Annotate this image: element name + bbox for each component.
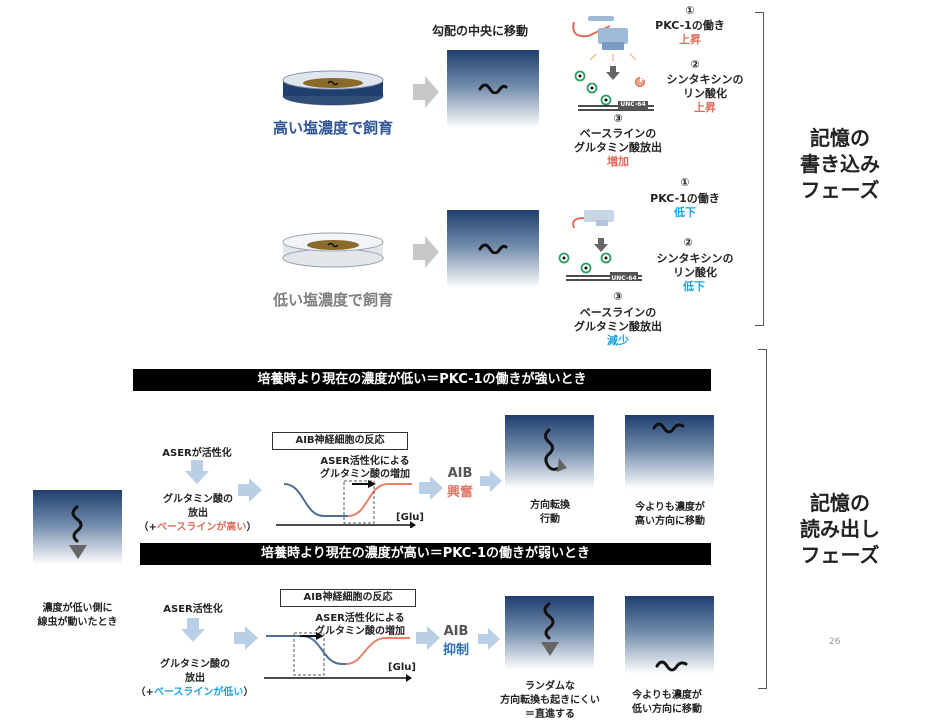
bottom-aib-label: AIB — [443, 624, 469, 639]
top-glu-response-graph — [276, 480, 416, 528]
top-aib-state: 興奮 — [446, 485, 473, 500]
low-step1-text: PKC-1の働き — [650, 192, 720, 205]
gradient-box-low — [447, 210, 539, 288]
worm-turning-icon — [544, 428, 567, 472]
arrow-right-icon — [480, 470, 502, 492]
low-salt-dish-illustration — [282, 232, 384, 268]
low-step2-line1: シンタキシンの — [656, 252, 734, 265]
top-result1-line2: 行動 — [540, 514, 560, 525]
write-phase-line1: 記憶の — [810, 126, 870, 150]
top-result2-gradient-box — [625, 415, 714, 489]
bottom-result2-gradient-box — [625, 596, 714, 674]
bottom-aser-note2: グルタミン酸の増加 — [315, 626, 405, 637]
read-phase-line1: 記憶の — [810, 491, 870, 515]
worm-caption-line1: 濃度が低い側に — [42, 603, 113, 614]
low-step1-change: 低下 — [674, 206, 696, 219]
bottom-glu-response-graph — [264, 632, 412, 682]
p-label: P — [639, 76, 645, 84]
bottom-result-gradient-box — [505, 596, 594, 670]
high-step3-change: 増加 — [607, 155, 629, 168]
bottom-aib-state: 抑制 — [442, 643, 469, 658]
high-step2-change: 上昇 — [694, 101, 716, 114]
low-salt-label: 低い塩濃度で飼育 — [272, 291, 393, 309]
high-step1-num: ① — [685, 4, 695, 17]
bottom-result2-line2: 低い方向に移動 — [632, 704, 702, 715]
arrow-right-icon — [416, 626, 440, 650]
low-step2-num: ② — [683, 236, 693, 249]
pkc-mechanism-high-illustration — [572, 16, 654, 111]
high-step3-num: ③ — [613, 112, 623, 125]
top-aib-response-box: AIB神経細胞の反応 — [272, 432, 408, 450]
arrow-right-icon — [478, 628, 500, 650]
top-result2-line2: 高い方向に移動 — [635, 516, 705, 527]
bottom-aib-response-box: AIB神経細胞の反応 — [280, 589, 416, 607]
low-step3-change: 減少 — [607, 334, 629, 347]
arrow-right-icon — [238, 478, 262, 502]
arrow-right-icon — [413, 236, 439, 268]
low-step2-change: 低下 — [683, 280, 705, 293]
high-step2-line2: リン酸化 — [683, 87, 727, 100]
read-phase-bracket — [758, 349, 767, 689]
high-step2-line1: シンタキシンの — [666, 73, 744, 86]
center-move-title: 勾配の中央に移動 — [431, 24, 528, 38]
worm-moving-down-icon — [541, 602, 559, 656]
bottom-glu-line1: グルタミン酸の — [160, 659, 230, 670]
top-baseline: （+ベースラインが高い） — [138, 522, 257, 533]
worm-icon — [655, 660, 688, 672]
read-phase-line2: 読み出し — [800, 517, 880, 541]
arrow-down-icon — [181, 618, 205, 642]
bottom-result1-line3: ＝直進する — [525, 709, 575, 720]
top-result1-line1: 方向転換 — [530, 500, 570, 511]
pkc-mechanism-low-illustration — [558, 210, 642, 281]
low-step3-num: ③ — [613, 290, 623, 303]
arrow-right-icon — [419, 476, 443, 500]
low-step2-line2: リン酸化 — [673, 266, 717, 279]
write-phase-bracket — [755, 12, 764, 326]
arrow-right-icon — [413, 76, 439, 108]
bottom-aser-label: ASER活性化 — [163, 604, 223, 615]
worm-icon — [478, 83, 508, 94]
read-phase-line3: フェーズ — [800, 543, 880, 567]
top-axis-label: [Glu] — [396, 512, 424, 523]
high-salt-label: 高い塩濃度で飼育 — [272, 119, 393, 137]
high-step2-num: ② — [690, 58, 700, 71]
top-glu-line2: 放出 — [188, 508, 208, 519]
write-phase-line3: フェーズ — [800, 178, 880, 202]
top-glu-line1: グルタミン酸の — [163, 494, 233, 505]
low-step3-line1: ベースラインの — [579, 306, 657, 319]
arrow-right-icon — [234, 626, 258, 650]
low-step1-num: ① — [680, 176, 690, 189]
high-step3-line2: グルタミン酸放出 — [574, 141, 662, 154]
top-aib-label: AIB — [447, 466, 473, 481]
unc64-label: UNC-64 — [611, 275, 637, 282]
worm-icon — [652, 422, 685, 434]
worm-moving-down-icon — [69, 505, 87, 559]
high-salt-dish-illustration — [282, 70, 384, 106]
unc64-label: UNC-64 — [620, 101, 646, 108]
page-number: 26 — [829, 637, 841, 647]
high-step1-change: 上昇 — [679, 33, 701, 46]
top-aser-note1: ASER活性化による — [320, 456, 410, 467]
bottom-result1-line1: ランダムな — [525, 681, 575, 692]
worm-icon — [478, 243, 508, 254]
top-aser-label: ASERが活性化 — [162, 448, 232, 459]
worm-caption-line2: 線虫が動いたとき — [37, 617, 118, 628]
high-step1-text: PKC-1の働き — [655, 19, 725, 32]
bottom-axis-label: [Glu] — [388, 662, 416, 673]
top-aser-note2: グルタミン酸の増加 — [320, 469, 410, 480]
arrow-down-icon — [185, 460, 209, 484]
bottom-aser-note1: ASER活性化による — [315, 613, 405, 624]
bottom-result2-line1: 今よりも濃度が — [632, 690, 702, 701]
gradient-box-high — [447, 50, 539, 128]
write-phase-line2: 書き込み — [800, 152, 880, 176]
condition-bar-strong: 培養時より現在の濃度が低い＝PKC-1の働きが強いとき — [133, 369, 711, 391]
bottom-result1-line2: 方向転換も起きにくい — [500, 695, 600, 706]
condition-bar-weak: 培養時より現在の濃度が高い＝PKC-1の働きが弱いとき — [140, 543, 711, 565]
bottom-baseline: （+ベースラインが低い） — [135, 687, 254, 698]
low-step3-line2: グルタミン酸放出 — [574, 320, 662, 333]
bottom-glu-line2: 放出 — [185, 673, 205, 684]
high-step3-line1: ベースラインの — [579, 127, 657, 140]
top-result2-line1: 今よりも濃度が — [635, 502, 705, 513]
